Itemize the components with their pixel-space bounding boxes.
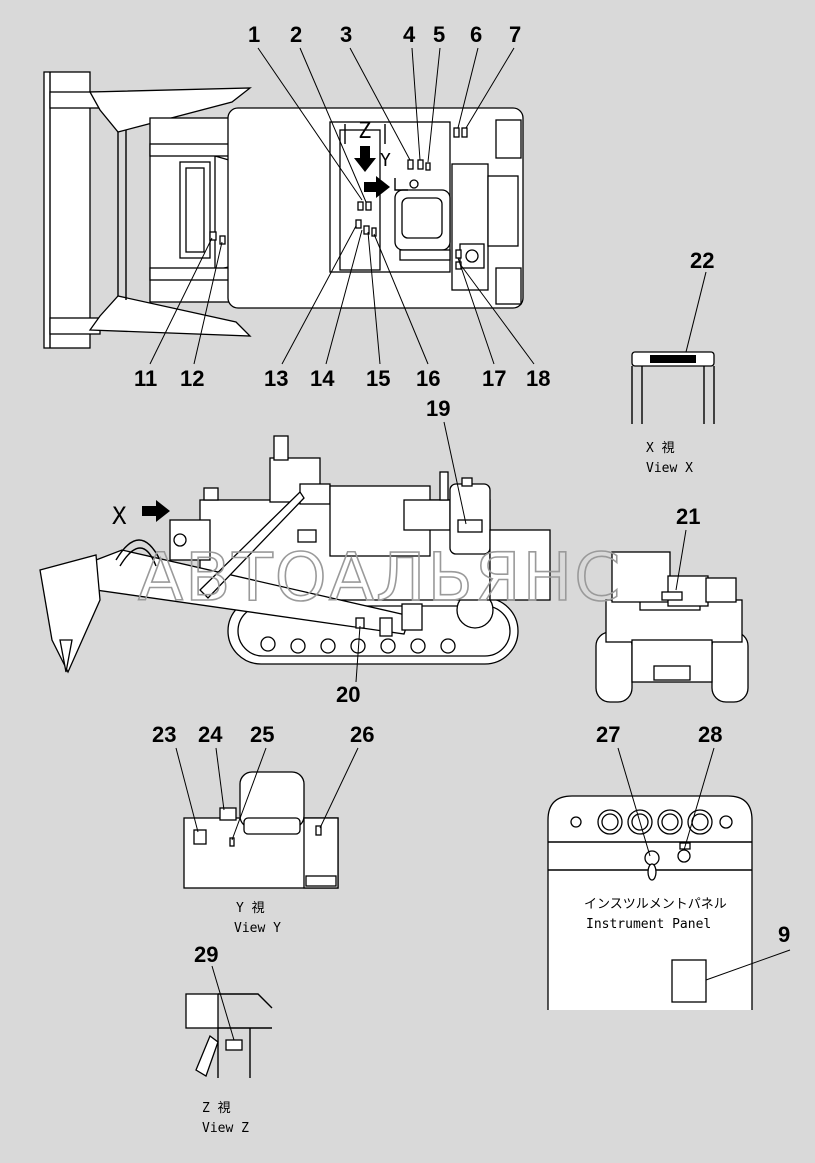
view-x-drawing	[631, 351, 715, 424]
callout-24: 24	[198, 722, 223, 747]
view-x-caption-en: View X	[646, 461, 693, 476]
view-z-letter: Z	[358, 119, 371, 144]
panel-caption-en: Instrument Panel	[586, 917, 711, 932]
panel-caption-jp: インスツルメントパネル	[584, 897, 727, 912]
callout-22: 22	[690, 248, 714, 273]
callout-21: 21	[676, 504, 700, 529]
view-x-letter: X	[112, 502, 127, 530]
view-z-caption-en: View Z	[202, 1121, 249, 1136]
front-view	[595, 551, 749, 703]
callout-19: 19	[426, 396, 450, 421]
callout-numbers: 1 2 3 4 5 6 7 11 12 13 14 15 16 17 18 19…	[134, 22, 790, 967]
callout-14: 14	[310, 366, 335, 391]
view-x-caption-jp: X 視	[646, 441, 675, 456]
callout-5: 5	[433, 22, 445, 47]
callout-3: 3	[340, 22, 352, 47]
view-captions: X 視 View X Y 視 View Y Z 視 View Z インスツルメン…	[202, 441, 727, 1136]
blade-top	[43, 71, 91, 349]
view-y-caption-en: View Y	[234, 921, 281, 936]
leader-lines	[149, 47, 791, 1041]
callout-12: 12	[180, 366, 204, 391]
callout-25: 25	[250, 722, 274, 747]
callout-9: 9	[778, 922, 790, 947]
callout-11: 11	[134, 366, 157, 391]
callout-16: 16	[416, 366, 440, 391]
callout-2: 2	[290, 22, 302, 47]
callout-26: 26	[350, 722, 374, 747]
callout-18: 18	[526, 366, 550, 391]
callout-23: 23	[152, 722, 176, 747]
callout-13: 13	[264, 366, 288, 391]
view-y-letter-top: Y	[380, 150, 391, 171]
callout-17: 17	[482, 366, 506, 391]
view-z-drawing	[185, 993, 273, 1078]
callout-29: 29	[194, 942, 218, 967]
callout-20: 20	[336, 682, 360, 707]
view-y-caption-jp: Y 視	[236, 901, 265, 916]
callout-4: 4	[403, 22, 416, 47]
side-view: X	[39, 435, 551, 674]
top-view: Z Y	[43, 71, 524, 349]
callout-1: 1	[248, 22, 260, 47]
watermark-text: АВТОАЛЬЯНС	[138, 539, 622, 616]
callout-7: 7	[509, 22, 521, 47]
callout-27: 27	[596, 722, 620, 747]
view-z-caption-jp: Z 視	[202, 1101, 231, 1116]
callout-6: 6	[470, 22, 482, 47]
callout-28: 28	[698, 722, 722, 747]
callout-15: 15	[366, 366, 390, 391]
view-y-drawing	[183, 771, 339, 889]
